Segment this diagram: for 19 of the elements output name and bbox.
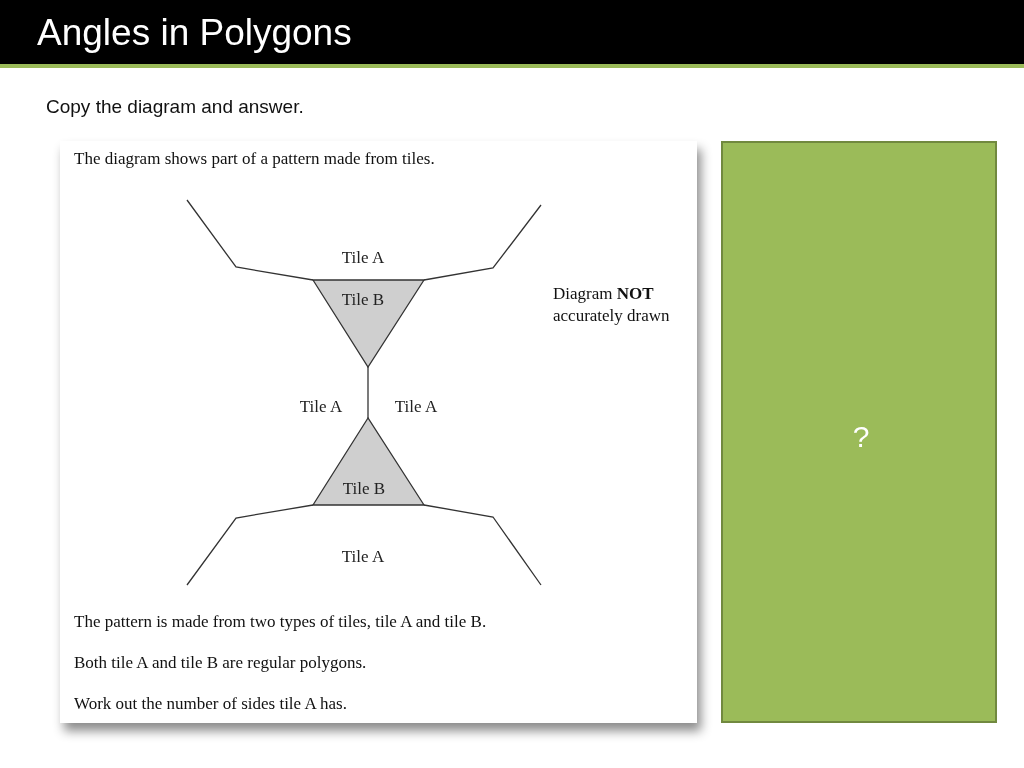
slide-title: Angles in Polygons [37,12,352,54]
question-text: Both tile A and tile B are regular polygons. [74,653,367,673]
answer-box [721,141,997,723]
triangle-tile [313,418,424,505]
triangle-tile [313,280,424,367]
tile-label: Tile B [342,479,386,499]
tile-label: Tile A [341,248,385,268]
tile-label: Tile A [341,547,385,567]
question-text: Work out the number of sides tile A has. [74,694,347,714]
tile-label: Tile A [394,397,438,417]
tile-label: Tile A [299,397,343,417]
question-text: The diagram shows part of a pattern made from tiles. [74,149,435,169]
note-text: Diagram NOT accurately drawn [553,283,671,327]
instruction-text: Copy the diagram and answer. [46,96,304,118]
tile-region [187,505,541,585]
tile-label: Tile B [341,290,385,310]
question-text: The pattern is made from two types of tiles, tile A and tile B. [74,612,487,632]
tile-region [187,200,541,280]
question-mark: ? [852,420,870,454]
